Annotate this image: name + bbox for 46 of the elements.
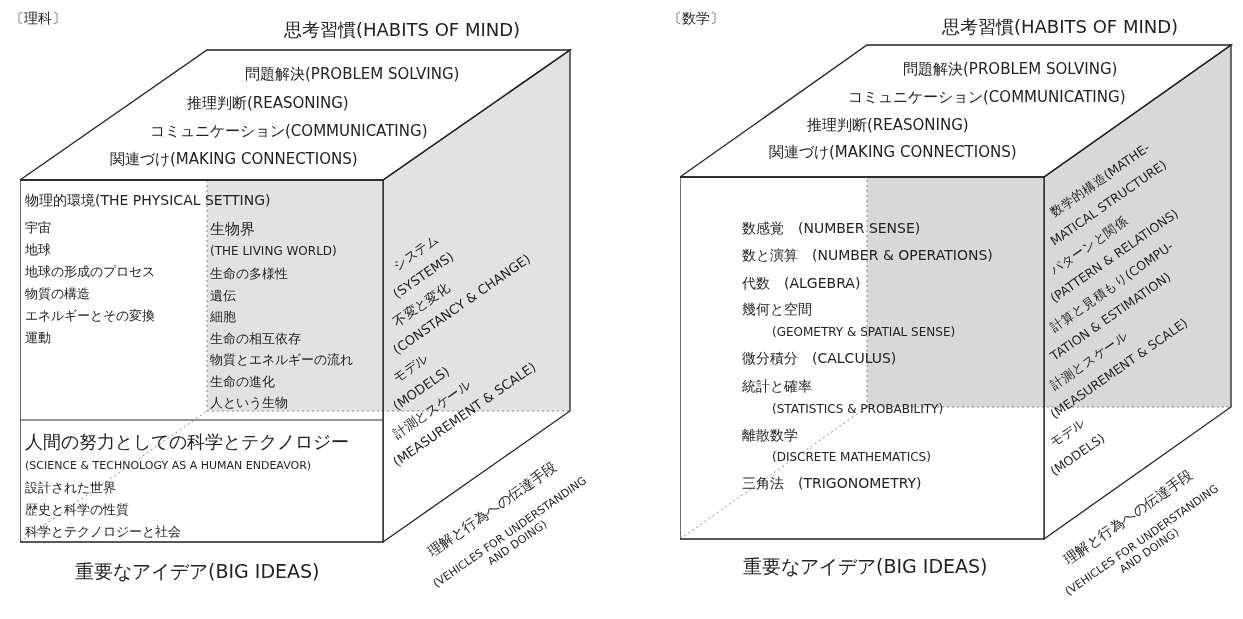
topic-text: コミュニケーション(COMMUNICATING) [848,89,1126,107]
face-heading: 思考習慣(HABITS OF MIND) [284,19,521,41]
topic-text: 人という生物 [210,395,288,411]
topic-text: エネルギーとその変換 [25,308,155,324]
topic-text: 数感覚 (NUMBER SENSE) [742,219,921,237]
topic-text: 生命の多様性 [210,266,288,282]
topic-text: 幾何と空間 [742,300,812,318]
topic-text: (GEOMETRY & SPATIAL SENSE) [772,326,956,340]
topic-text: 問題解決(PROBLEM SOLVING) [245,66,460,84]
topic-text: 宇宙 [25,220,51,236]
topic-text: 地球の形成のプロセス [25,264,155,280]
topic-text: 統計と確率 [742,377,812,395]
topic-text: (STATISTICS & PROBABILITY) [772,403,944,417]
face-heading: 重要なアイデア(BIG IDEAS) [743,556,988,578]
topic-text: (DISCRETE MATHEMATICS) [772,451,931,465]
topic-text: 生命の進化 [210,374,275,389]
topic-text: 数と演算 (NUMBER & OPERATIONS) [742,246,993,264]
topic-heading: 物理的環境(THE PHYSICAL SETTING) [25,191,271,209]
topic-text: 地球 [25,242,51,258]
topic-text: 関連づけ(MAKING CONNECTIONS) [769,144,1017,162]
topic-heading: 人間の努力としての科学とテクノロジー [25,431,349,453]
topic-text: 推理判断(REASONING) [807,117,969,135]
topic-text: 関連づけ(MAKING CONNECTIONS) [110,151,358,169]
topic-text: 遺伝 [210,288,236,303]
subject-label: 〔数学〕 [668,9,724,27]
topic-text: 歴史と科学の性質 [25,502,129,518]
topic-text: 運動 [25,330,51,346]
topic-text: 物質とエネルギーの流れ [210,352,353,368]
topic-text: 問題解決(PROBLEM SOLVING) [903,61,1118,79]
topic-text: 微分積分 (CALCULUS) [742,349,897,367]
topic-heading: (SCIENCE & TECHNOLOGY AS A HUMAN ENDEAVOR) [25,459,312,473]
face-heading: 重要なアイデア(BIG IDEAS) [75,561,320,583]
topic-heading: (THE LIVING WORLD) [210,245,337,259]
topic-text: 細胞 [210,309,236,325]
subject-label: 〔理科〕 [10,9,66,27]
topic-text: 離散数学 [742,426,798,444]
topic-text: 代数 (ALGEBRA) [742,274,861,292]
topic-text: コミュニケーション(COMMUNICATING) [150,123,428,141]
topic-heading: 生物界 [210,221,255,239]
topic-text: 三角法 (TRIGONOMETRY) [742,474,922,492]
topic-text: 科学とテクノロジーと社会 [25,524,181,540]
face-heading: 思考習慣(HABITS OF MIND) [942,16,1179,38]
topic-text: 生命の相互依存 [210,331,301,346]
topic-text: 設計された世界 [25,480,116,496]
topic-text: 物質の構造 [25,286,90,302]
topic-text: 推理判断(REASONING) [187,95,349,113]
